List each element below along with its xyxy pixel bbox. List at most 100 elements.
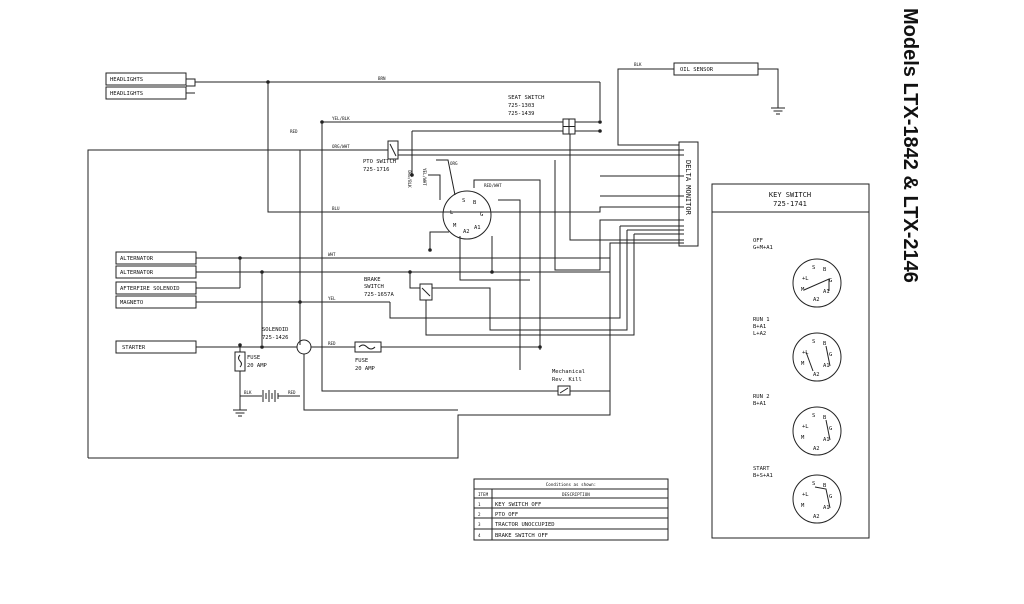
wire-label-red-top: RED: [290, 129, 298, 134]
conditions-row-2-item: 2: [478, 512, 481, 517]
dial-start-term-a2: A2: [813, 514, 820, 520]
solenoid-part: 725-1426: [262, 335, 289, 341]
conditions-row-2-desc: PTO OFF: [495, 512, 518, 518]
key-pos-off-name: OFF: [753, 238, 763, 244]
ign-term-b: B: [473, 200, 477, 206]
dial-off-term-g: G: [829, 278, 832, 284]
solenoid: SOLENOID 725-1426: [262, 327, 312, 355]
alternator-box-2: ALTERNATOR: [115, 265, 197, 279]
dial-run2-term-l: +L: [802, 424, 809, 430]
headlights-box-1: HEADLIGHTS: [105, 72, 187, 86]
oil-sensor-label: OIL SENSOR: [680, 67, 714, 73]
key-pos-run1-name: RUN 1: [753, 317, 770, 323]
ign-term-m: M: [453, 223, 457, 229]
alternator-box-1: ALTERNATOR: [115, 251, 197, 265]
seat-switch-part-1: 725-1303: [508, 103, 535, 109]
conditions-row-4-desc: BRAKE SWITCH OFF: [495, 533, 548, 539]
starter-box: STARTER: [115, 340, 197, 354]
wire-label-brn: BRN: [378, 76, 386, 81]
key-dial-off: S B +L G M A1 A2: [792, 258, 842, 308]
pto-switch: PTO SWITCH 725-1716: [363, 140, 399, 173]
diagram-title: Models LTX-1842 & LTX-2146: [899, 8, 921, 283]
key-pos-start-desc: B+S+A1: [753, 473, 773, 479]
fuse-left-rating: 20 AMP: [247, 363, 268, 369]
oil-sensor: OIL SENSOR BLK: [617, 62, 785, 146]
dial-start-term-g: G: [829, 494, 832, 500]
afterfire-solenoid-label: AFTERFIRE SOLENOID: [120, 286, 180, 292]
dial-run2-term-b: B: [823, 415, 827, 421]
wire-label-org-wht: ORG/WHT: [332, 144, 350, 149]
ign-term-g: G: [480, 212, 483, 218]
wire-label-red-wht: RED/WHT: [484, 183, 502, 188]
conditions-row-4-item: 4: [478, 533, 481, 538]
dial-run2-term-m: M: [801, 435, 805, 441]
dial-run1-term-l: +L: [802, 350, 809, 356]
solenoid-label: SOLENOID: [262, 327, 289, 333]
wire-label-blk-bottom: BLK: [244, 390, 252, 395]
wiring: [87, 78, 684, 459]
dial-run2-term-g: G: [829, 426, 832, 432]
wire-label-org: ORG: [450, 161, 458, 166]
fuse-right-label: FUSE: [355, 358, 368, 364]
key-pos-run2-desc: B+A1: [753, 401, 766, 407]
dial-start-term-l: +L: [802, 492, 809, 498]
seat-switch-part-2: 725-1439: [508, 111, 535, 117]
conditions-row-3-item: 3: [478, 522, 481, 527]
dial-start-term-m: M: [801, 503, 805, 509]
key-pos-run1-desc2: L+A2: [753, 331, 766, 337]
key-switch-part: 725-1741: [773, 200, 807, 208]
fuse-right-rating: 20 AMP: [355, 366, 376, 372]
rev-kill-label-1: Mechanical: [552, 369, 585, 375]
magneto-label: MAGNETO: [120, 300, 143, 306]
dial-start-term-s: S: [812, 481, 815, 487]
conditions-row-3-desc: TRACTOR UNOCCUPIED: [495, 522, 555, 528]
dial-off-term-a1: A1: [823, 289, 830, 295]
key-dial-run1: S B +L G M A1 A2: [792, 332, 842, 382]
battery: [262, 390, 279, 402]
dial-run1-term-g: G: [829, 352, 832, 358]
dial-run2-term-s: S: [812, 413, 815, 419]
wire-label-yel-blk: YEL/BLK: [332, 116, 350, 121]
dial-run2-term-a1: A1: [823, 437, 830, 443]
wire-label-blu: BLU: [332, 206, 340, 211]
wire-label-org-blk: ORG/BLK: [407, 170, 412, 188]
dial-off-term-b: B: [823, 267, 827, 273]
dial-run1-term-a2: A2: [813, 372, 820, 378]
key-switch-title: KEY SWITCH: [769, 191, 811, 199]
dial-run1-term-b: B: [823, 341, 827, 347]
ign-term-a2: A2: [463, 229, 470, 235]
pto-switch-label: PTO SWITCH: [363, 159, 396, 165]
dial-start-term-b: B: [823, 483, 827, 489]
headlights-label-1: HEADLIGHTS: [110, 77, 143, 83]
key-switch-panel: KEY SWITCH 725-1741 OFF G+M+A1 S B +L G …: [711, 183, 870, 539]
conditions-table: Conditions as shown: ITEM DESCRIPTION 1 …: [473, 478, 669, 541]
ign-term-l: L: [450, 210, 454, 216]
rev-kill-switch: Mechanical Rev. Kill: [552, 369, 585, 396]
dial-off-term-m: M: [801, 287, 805, 293]
brake-switch: BRAKE SWITCH 725-1657A: [364, 277, 433, 301]
wire-label-yel: YEL: [328, 296, 336, 301]
conditions-row-1-item: 1: [478, 502, 481, 507]
brake-switch-part: 725-1657A: [364, 292, 394, 298]
wire-label-red-bottom: RED: [288, 390, 296, 395]
wire-label-yel-wht: YEL/WHT: [422, 168, 427, 186]
wire-label-wht: WHT: [328, 252, 336, 257]
alternator-label-1: ALTERNATOR: [120, 256, 154, 262]
conditions-header-desc: DESCRIPTION: [562, 492, 590, 497]
key-dial-start: S B +L G M A1 A2: [792, 474, 842, 524]
dial-run1-term-s: S: [812, 339, 815, 345]
fuse-left-label: FUSE: [247, 355, 260, 361]
wire-label-red-mid: RED: [328, 341, 336, 346]
key-pos-run2-name: RUN 2: [753, 394, 770, 400]
dial-run1-term-m: M: [801, 361, 805, 367]
key-pos-run1-desc: B+A1: [753, 324, 766, 330]
conditions-row-1-desc: KEY SWITCH OFF: [495, 502, 541, 508]
ign-term-s: S: [462, 198, 465, 204]
key-pos-off-desc: G+M+A1: [753, 245, 773, 251]
dial-off-term-s: S: [812, 265, 815, 271]
headlights-label-2: HEADLIGHTS: [110, 91, 143, 97]
fuse-right: FUSE 20 AMP: [354, 341, 382, 372]
alternator-label-2: ALTERNATOR: [120, 270, 154, 276]
